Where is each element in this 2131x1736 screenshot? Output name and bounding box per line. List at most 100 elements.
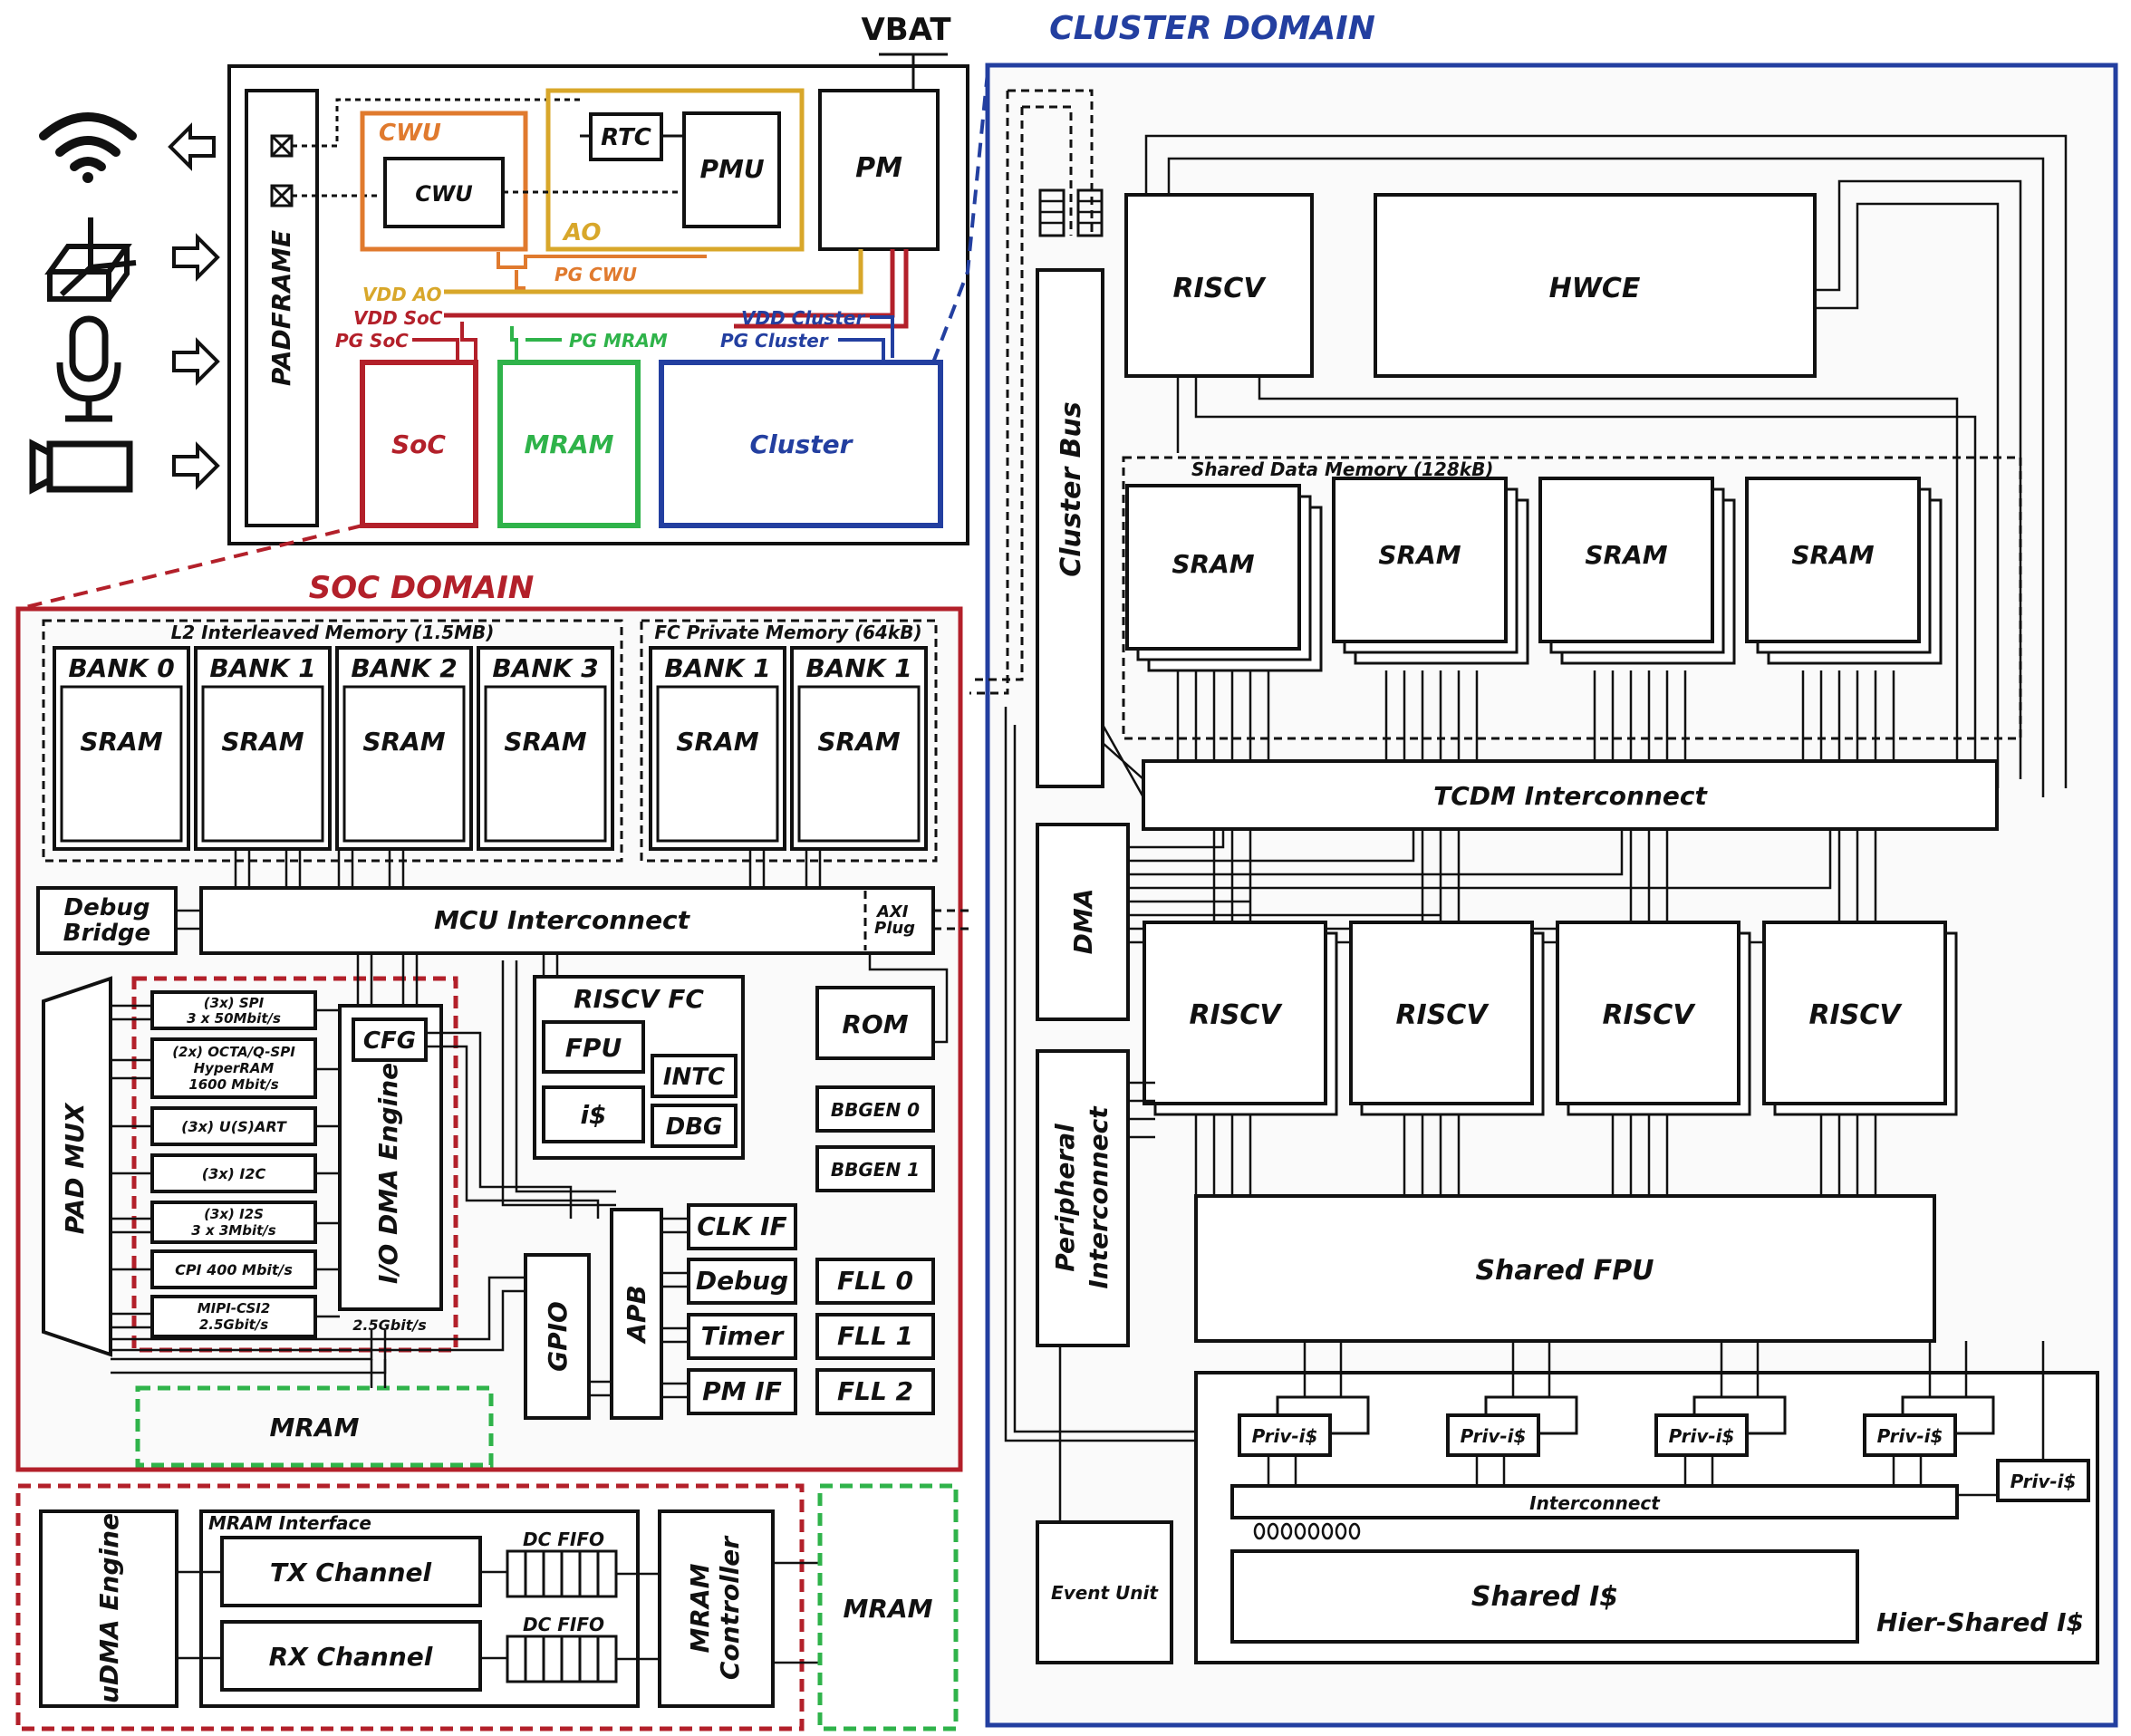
svg-text:BANK 0: BANK 0 <box>68 653 174 683</box>
intc-block <box>651 1054 738 1098</box>
power-overview: VBAT <box>17 12 989 611</box>
l2-title: L2 Interleaved Memory (1.5MB) <box>171 622 495 643</box>
svg-text:(3x) I2S: (3x) I2S <box>204 1206 264 1222</box>
svg-text:SRAM: SRAM <box>362 727 445 757</box>
riscv-fc-label: RISCV FC <box>574 984 704 1014</box>
priv-icache-2: Priv-i$ <box>1654 1395 1787 1457</box>
shared-fpu-label: Shared FPU <box>1475 1255 1654 1287</box>
cwu-label: CWU <box>415 181 473 207</box>
mram-interface-title: MRAM Interface <box>208 1512 371 1534</box>
gpio-block <box>524 1253 591 1420</box>
event-unit <box>1036 1520 1173 1664</box>
svg-text:BANK 3: BANK 3 <box>492 653 598 683</box>
svg-text:SRAM: SRAM <box>221 727 304 757</box>
icache-block <box>542 1085 645 1143</box>
vbat-label: VBAT <box>861 12 951 48</box>
tx-label: TX Channel <box>270 1558 432 1587</box>
pg-cluster-label: PG Cluster <box>720 330 829 352</box>
mram-controller-label-2: Controller <box>715 1535 745 1680</box>
core-label: RISCV <box>1189 999 1283 1031</box>
fc-memory <box>640 619 938 863</box>
svg-text:BANK 1: BANK 1 <box>805 653 911 683</box>
mram-controller <box>658 1509 775 1708</box>
svg-text:FLL 0: FLL 0 <box>837 1266 913 1296</box>
shared-icache-label: Shared I$ <box>1471 1581 1618 1613</box>
fll-blocks: FLL 0 FLL 1 FLL 2 <box>815 1258 935 1415</box>
mram-interface-frame <box>15 1483 805 1731</box>
io-dma-domain <box>131 976 458 1353</box>
cwu-domain-label: CWU <box>379 120 441 147</box>
svg-text:(3x) SPI: (3x) SPI <box>204 995 265 1011</box>
fifo-tx-label: DC FIFO <box>523 1529 604 1550</box>
cluster-domain: CLUSTER DOMAIN Cluster Bus RISCV HWCE Sh… <box>969 10 2118 1728</box>
l2-memory <box>42 619 623 863</box>
svg-text:Priv-i$: Priv-i$ <box>1252 1425 1318 1447</box>
svg-text:SRAM: SRAM <box>504 727 586 757</box>
cluster-domain-title: CLUSTER DOMAIN <box>1049 10 1375 47</box>
svg-text:(3x) U(S)ART: (3x) U(S)ART <box>181 1118 287 1135</box>
core-0: RISCV <box>1143 921 1338 1116</box>
plug-label: Plug <box>874 919 915 938</box>
motion-sensor-icon <box>44 217 137 302</box>
cluster-power-label: Cluster <box>750 429 854 459</box>
svg-text:Priv-i$: Priv-i$ <box>2010 1471 2077 1492</box>
periph-mipi <box>150 1295 317 1338</box>
external-mram-label: MRAM <box>844 1594 933 1624</box>
intc-label: INTC <box>663 1064 725 1091</box>
padframe-block <box>245 89 319 527</box>
core-label: RISCV <box>1395 999 1490 1031</box>
svg-text:Debug: Debug <box>696 1266 788 1296</box>
svg-text:BANK 1: BANK 1 <box>664 653 770 683</box>
cfg-block <box>352 1017 428 1062</box>
sram-label: SRAM <box>1791 540 1874 570</box>
apb-peripherals: CLK IF Debug Timer PM IF <box>687 1203 797 1415</box>
soc-domain-title: SOC DOMAIN <box>309 570 535 606</box>
l2-bank-1: BANK 1 SRAM <box>194 646 332 851</box>
core-label: RISCV <box>1808 999 1903 1031</box>
sram-tcdm-wires <box>1176 670 1895 761</box>
dma-block <box>1036 823 1130 1021</box>
icache-interconnect <box>1230 1484 1959 1519</box>
svg-text:3 x 3Mbit/s: 3 x 3Mbit/s <box>191 1222 275 1239</box>
axi-label: AXI <box>875 902 909 921</box>
arrow-right-icon <box>172 337 220 386</box>
priv-icache-0: Priv-i$ <box>1238 1395 1370 1457</box>
event-unit-label: Event Unit <box>1051 1582 1159 1604</box>
debug-bridge <box>36 886 178 955</box>
core-1: RISCV <box>1349 921 1545 1116</box>
svg-text:SRAM: SRAM <box>80 727 162 757</box>
padframe-label: PADFRAME <box>266 230 296 386</box>
mram-controller-label-1: MRAM <box>685 1563 715 1653</box>
dma-rate-label: 2.5Gbit/s <box>352 1316 426 1334</box>
mcu-interconnect-label: MCU Interconnect <box>434 905 691 935</box>
arrow-right-icon <box>172 441 220 490</box>
peripheral-list: (3x) SPI 3 x 50Mbit/s (2x) OCTA/Q-SPI Hy… <box>150 990 317 1338</box>
svg-text:Priv-i$: Priv-i$ <box>1461 1425 1527 1447</box>
pad-mux <box>42 976 112 1357</box>
l2-bank-3: BANK 3 SRAM <box>477 646 614 851</box>
svg-text:FLL 1: FLL 1 <box>837 1321 913 1351</box>
udma-engine <box>39 1509 178 1708</box>
soc-mram <box>135 1385 494 1468</box>
cluster-riscv-top <box>1124 193 1314 378</box>
cluster-riscv-top-label: RISCV <box>1172 273 1267 304</box>
pg-soc-label: PG SoC <box>335 330 409 352</box>
svg-text:FLL 2: FLL 2 <box>837 1376 913 1406</box>
udma-label: uDMA Engine <box>94 1513 124 1703</box>
svg-text:MIPI-CSI2: MIPI-CSI2 <box>198 1300 271 1316</box>
fc-bank-0: BANK 1 SRAM <box>649 646 786 851</box>
peripheral-label-2: Interconnect <box>1084 1105 1114 1289</box>
microphone-icon <box>56 315 121 422</box>
core-2: RISCV <box>1556 921 1751 1116</box>
mram-power-label: MRAM <box>525 429 614 459</box>
pad-mux-label: PAD MUX <box>60 1102 90 1234</box>
svg-text:SRAM: SRAM <box>676 727 758 757</box>
vdd-ao-label: VDD AO <box>362 284 442 305</box>
wifi-icon <box>39 112 137 183</box>
svg-text:Timer: Timer <box>701 1321 786 1351</box>
cluster-power-domain <box>659 360 943 528</box>
svg-text:(2x) OCTA/Q-SPI: (2x) OCTA/Q-SPI <box>172 1044 295 1060</box>
sram-stack-2: SRAM <box>1538 477 1736 665</box>
pm-block <box>818 89 940 251</box>
ao-domain <box>545 88 805 252</box>
